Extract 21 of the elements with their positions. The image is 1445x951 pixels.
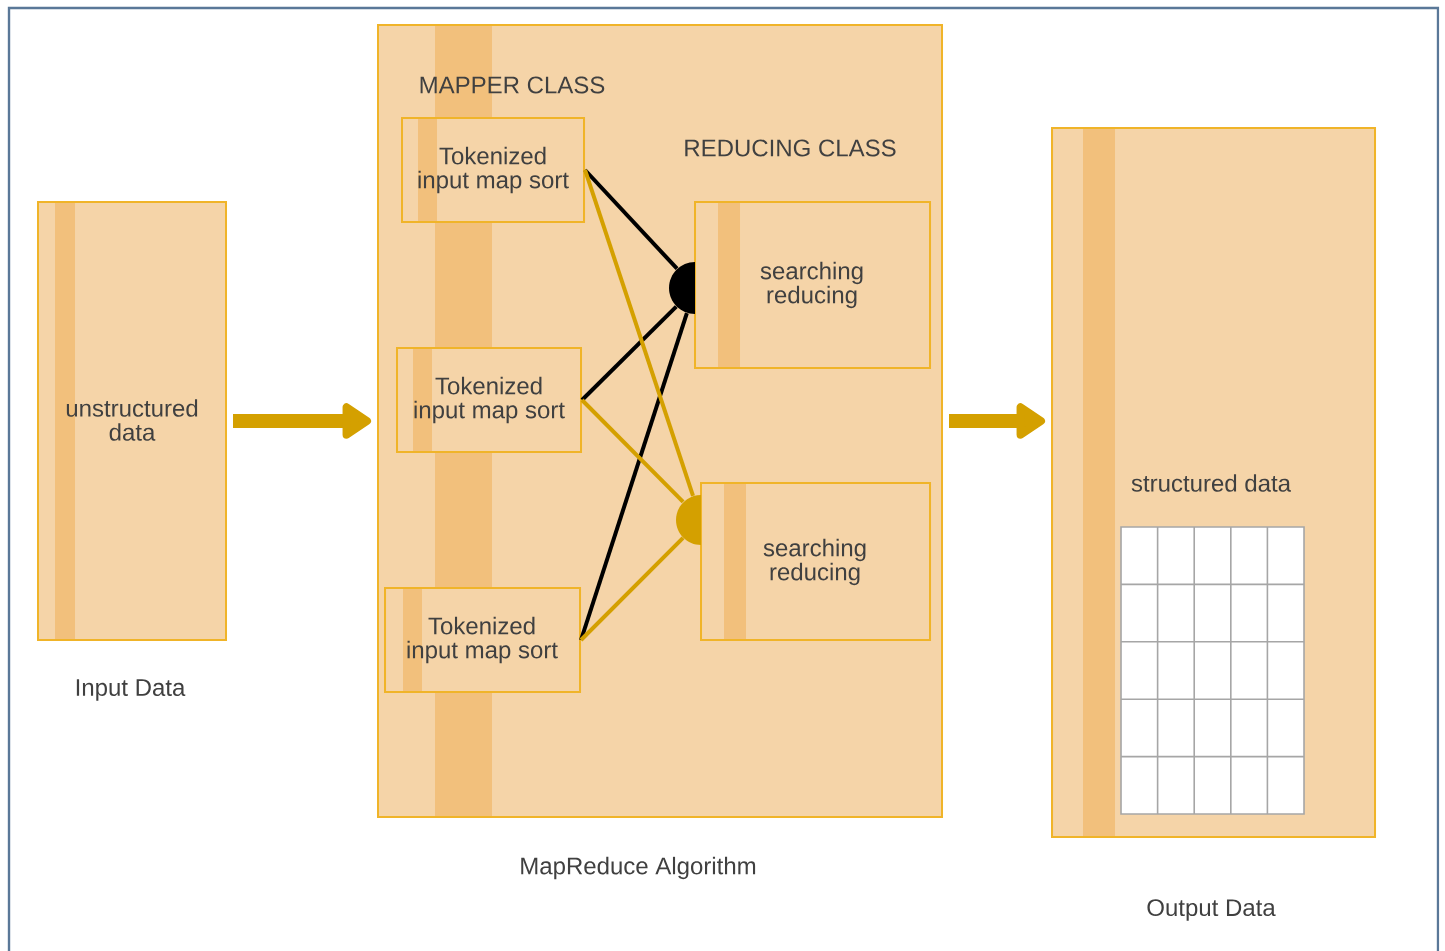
connector-line xyxy=(580,398,685,504)
node-text: Tokenized input map sort xyxy=(407,616,558,664)
block-arrow xyxy=(233,403,371,439)
node-text: structured data xyxy=(1131,474,1291,492)
node-label: MapReduce Algorithm xyxy=(521,856,756,880)
join-point xyxy=(669,262,695,314)
node-text: unstructured data xyxy=(66,399,198,441)
connector-line xyxy=(579,312,689,641)
section-heading: MAPPER CLASS xyxy=(420,76,605,94)
block-arrow xyxy=(949,403,1045,439)
section-heading: REDUCING CLASS xyxy=(685,139,896,157)
node-label: Input Data xyxy=(76,679,186,701)
node-label: Output Data xyxy=(1147,899,1276,921)
node-text: searching reducing xyxy=(763,538,866,586)
node-text: searching reducing xyxy=(760,261,863,309)
connector-line xyxy=(583,169,695,497)
node-text: Tokenized input map sort xyxy=(414,376,565,424)
node-text: Tokenized input map sort xyxy=(418,146,569,194)
connector-line xyxy=(579,536,685,642)
join-point xyxy=(676,495,701,545)
connector-line xyxy=(580,305,678,402)
